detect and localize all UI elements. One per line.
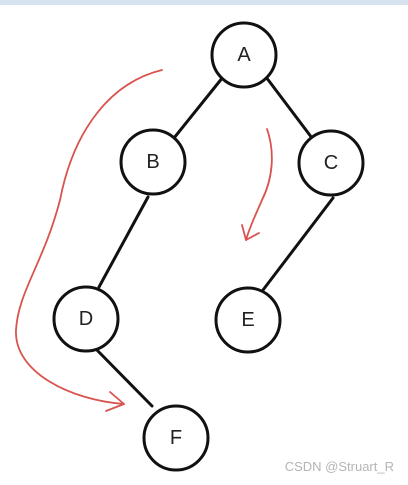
left-traversal-arrow	[15, 69, 163, 405]
right-traversal-arrowhead	[241, 224, 260, 241]
edge-d-f	[91, 344, 154, 408]
node-e	[214, 286, 282, 354]
edge-b-d	[97, 195, 150, 289]
node-b	[119, 128, 187, 196]
edge-c-e	[261, 196, 335, 292]
node-a	[210, 21, 278, 89]
node-c-label: C	[324, 152, 338, 174]
node-c	[297, 129, 365, 197]
edge-a-c	[264, 75, 314, 140]
right-traversal-arrow	[245, 128, 273, 241]
watermark: CSDN @Struart_R	[284, 459, 394, 474]
node-d	[52, 285, 120, 353]
node-a-label: A	[237, 44, 251, 66]
top-strip	[0, 0, 408, 5]
node-d-label: D	[79, 308, 93, 330]
node-f	[142, 404, 210, 472]
node-e-label: E	[241, 309, 254, 331]
edge-a-b	[172, 75, 225, 140]
node-f-label: F	[170, 427, 182, 449]
left-traversal-arrowhead	[105, 391, 125, 412]
node-b-label: B	[146, 151, 159, 173]
